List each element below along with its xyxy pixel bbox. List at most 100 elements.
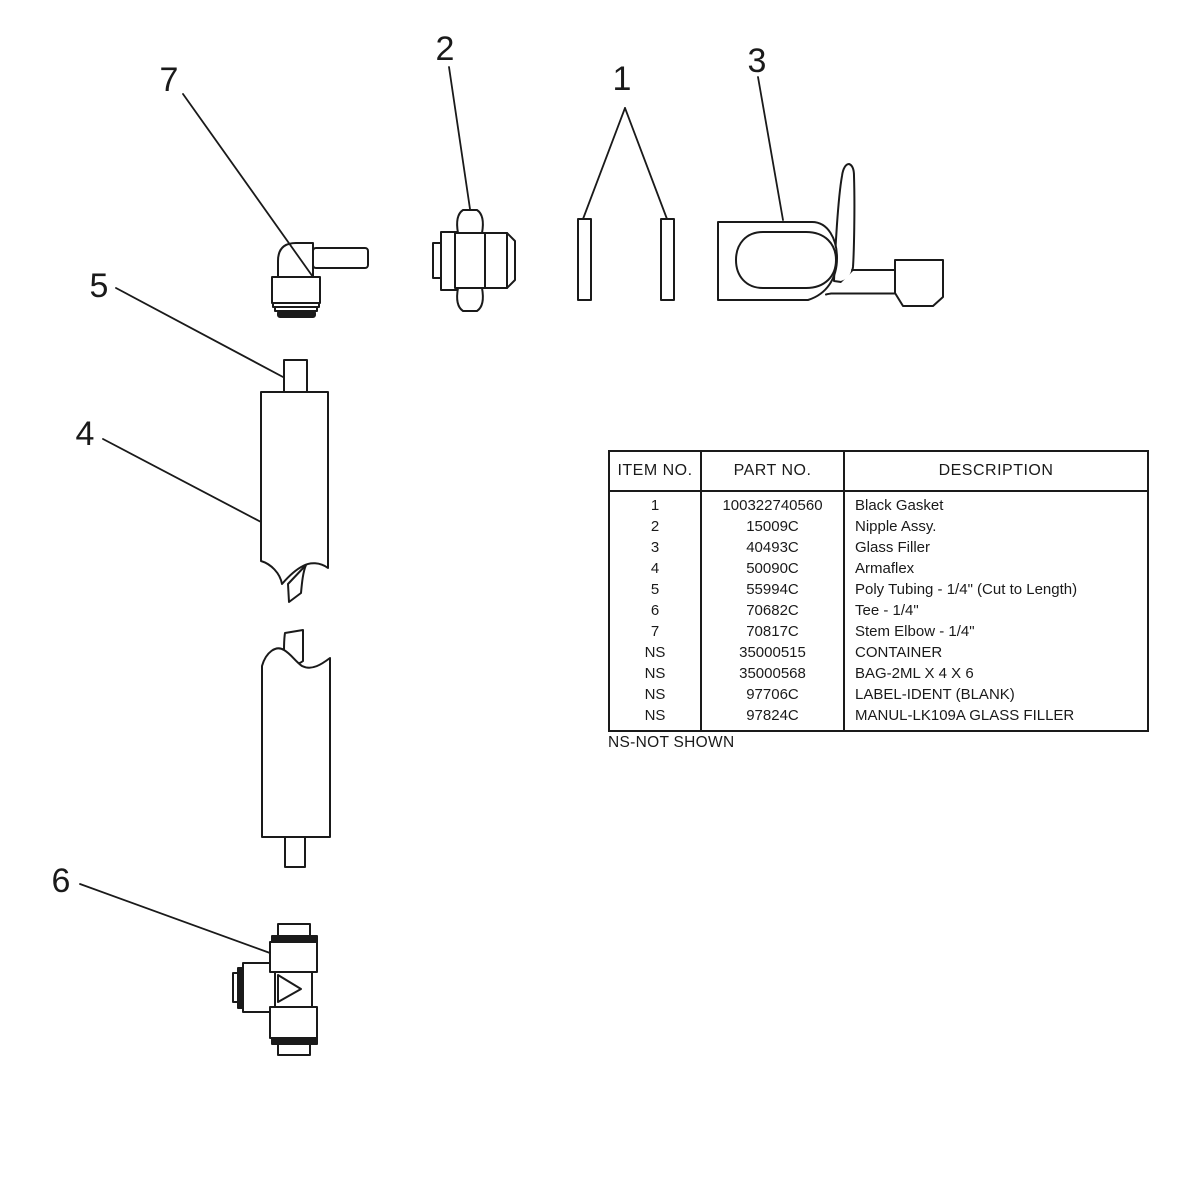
glass-filler-inner-capsule	[736, 232, 836, 288]
tee-bottom-stub	[278, 1044, 310, 1055]
part-no-cell: 100322740560	[701, 491, 845, 516]
elbow-stem-tube	[313, 248, 368, 268]
glass-filler-spout-fill	[831, 271, 895, 293]
glass-filler-nozzle	[895, 260, 943, 306]
item-no-cell: NS	[609, 705, 702, 731]
description-cell: MANUL-LK109A GLASS FILLER	[855, 707, 1075, 724]
description-cell: Tee - 1/4"	[855, 602, 919, 619]
leader-line-1-right	[625, 108, 667, 219]
leader-line-6	[80, 884, 270, 953]
header-part-no: PART NO.	[701, 451, 845, 492]
part-no-cell: 15009C	[701, 516, 845, 537]
description-cell: Stem Elbow - 1/4"	[855, 623, 975, 640]
part-no-cell: 35000568	[701, 663, 845, 684]
item-no-cell: 3	[609, 537, 702, 558]
nipple-hex-bottom	[457, 288, 483, 311]
armaflex-lower-segment-drawing	[262, 630, 330, 867]
description-cell: BAG-2ML X 4 X 6	[855, 665, 974, 682]
item-no-cell: 2	[609, 516, 702, 537]
item-no-cell: 1	[609, 491, 702, 516]
item-no-cell: NS	[609, 663, 702, 684]
description-cell: Poly Tubing - 1/4" (Cut to Length)	[855, 581, 1078, 598]
nipple-hex-barrel	[455, 233, 485, 288]
description-cell: Nipple Assy.	[855, 518, 937, 535]
item-no-cell: NS	[609, 684, 702, 705]
glass-filler-spout-bottom	[826, 294, 895, 295]
armaflex-sleeve-lower	[262, 648, 330, 837]
elbow-collar	[272, 277, 320, 303]
part-no-cell: 40493C	[701, 537, 845, 558]
header-description: DESCRIPTION	[844, 451, 1148, 492]
armaflex-upper-segment-drawing	[261, 360, 328, 602]
part-no-cell: 97706C	[701, 684, 845, 705]
elbow-body	[278, 243, 313, 277]
description-cell: Glass Filler	[855, 539, 931, 556]
leader-line-3	[758, 77, 783, 220]
item-no-cell: 4	[609, 558, 702, 579]
parts-table-header: ITEM NO. PART NO. DESCRIPTION	[609, 451, 1148, 492]
part-no-cell: 97824C	[701, 705, 845, 731]
tee-flow-arrow	[278, 975, 301, 1002]
glass-filler-lever-fin	[834, 164, 854, 282]
gasket-left	[578, 219, 591, 300]
tee-lower-body	[270, 1007, 317, 1038]
header-item-no: ITEM NO.	[609, 451, 702, 492]
leader-line-4	[103, 439, 261, 522]
poly-tubing-bottom-stub	[285, 837, 305, 867]
poly-tubing-top-stub	[284, 360, 307, 392]
nipple-assy-drawing	[433, 210, 515, 311]
description-cell: Black Gasket	[855, 497, 944, 514]
part-no-cell: 70682C	[701, 600, 845, 621]
description-cell: CONTAINER	[855, 644, 943, 661]
part-no-cell: 35000515	[701, 642, 845, 663]
nipple-right-cylinder	[483, 233, 515, 288]
poly-tubing-torn-flap-upper	[288, 565, 306, 602]
leader-line-5	[116, 288, 283, 377]
glass-filler-drawing	[718, 164, 943, 306]
callout-2: 2	[436, 30, 455, 68]
callout-4: 4	[76, 415, 95, 453]
glass-filler-body	[718, 222, 837, 300]
leader-line-1-left	[583, 108, 625, 219]
black-gaskets-drawing	[578, 219, 674, 300]
armaflex-sleeve-upper	[261, 392, 328, 584]
callout-5: 5	[90, 267, 109, 305]
description-cell: Armaflex	[855, 560, 915, 577]
item-no-cell: 6	[609, 600, 702, 621]
header-row: ITEM NO. PART NO. DESCRIPTION	[609, 451, 1148, 492]
item-no-cell: 5	[609, 579, 702, 600]
description-cell: LABEL-IDENT (BLANK)	[855, 686, 1015, 703]
callout-3: 3	[748, 42, 767, 80]
callout-6: 6	[52, 862, 71, 900]
leader-line-2	[449, 67, 470, 209]
tee-top-stub	[278, 924, 310, 936]
leader-line-7	[183, 94, 313, 277]
nipple-hex-top	[457, 210, 483, 233]
part-no-cell: 55994C	[701, 579, 845, 600]
part-no-cell: 70817C	[701, 621, 845, 642]
ns-footnote: NS-NOT SHOWN	[608, 734, 735, 751]
callout-1: 1	[613, 60, 632, 98]
nipple-left-stub	[433, 243, 441, 278]
item-no-cell: NS	[609, 642, 702, 663]
tee-upper-body	[270, 942, 317, 972]
item-no-cell: 7	[609, 621, 702, 642]
gasket-right	[661, 219, 674, 300]
callout-7: 7	[160, 61, 179, 99]
